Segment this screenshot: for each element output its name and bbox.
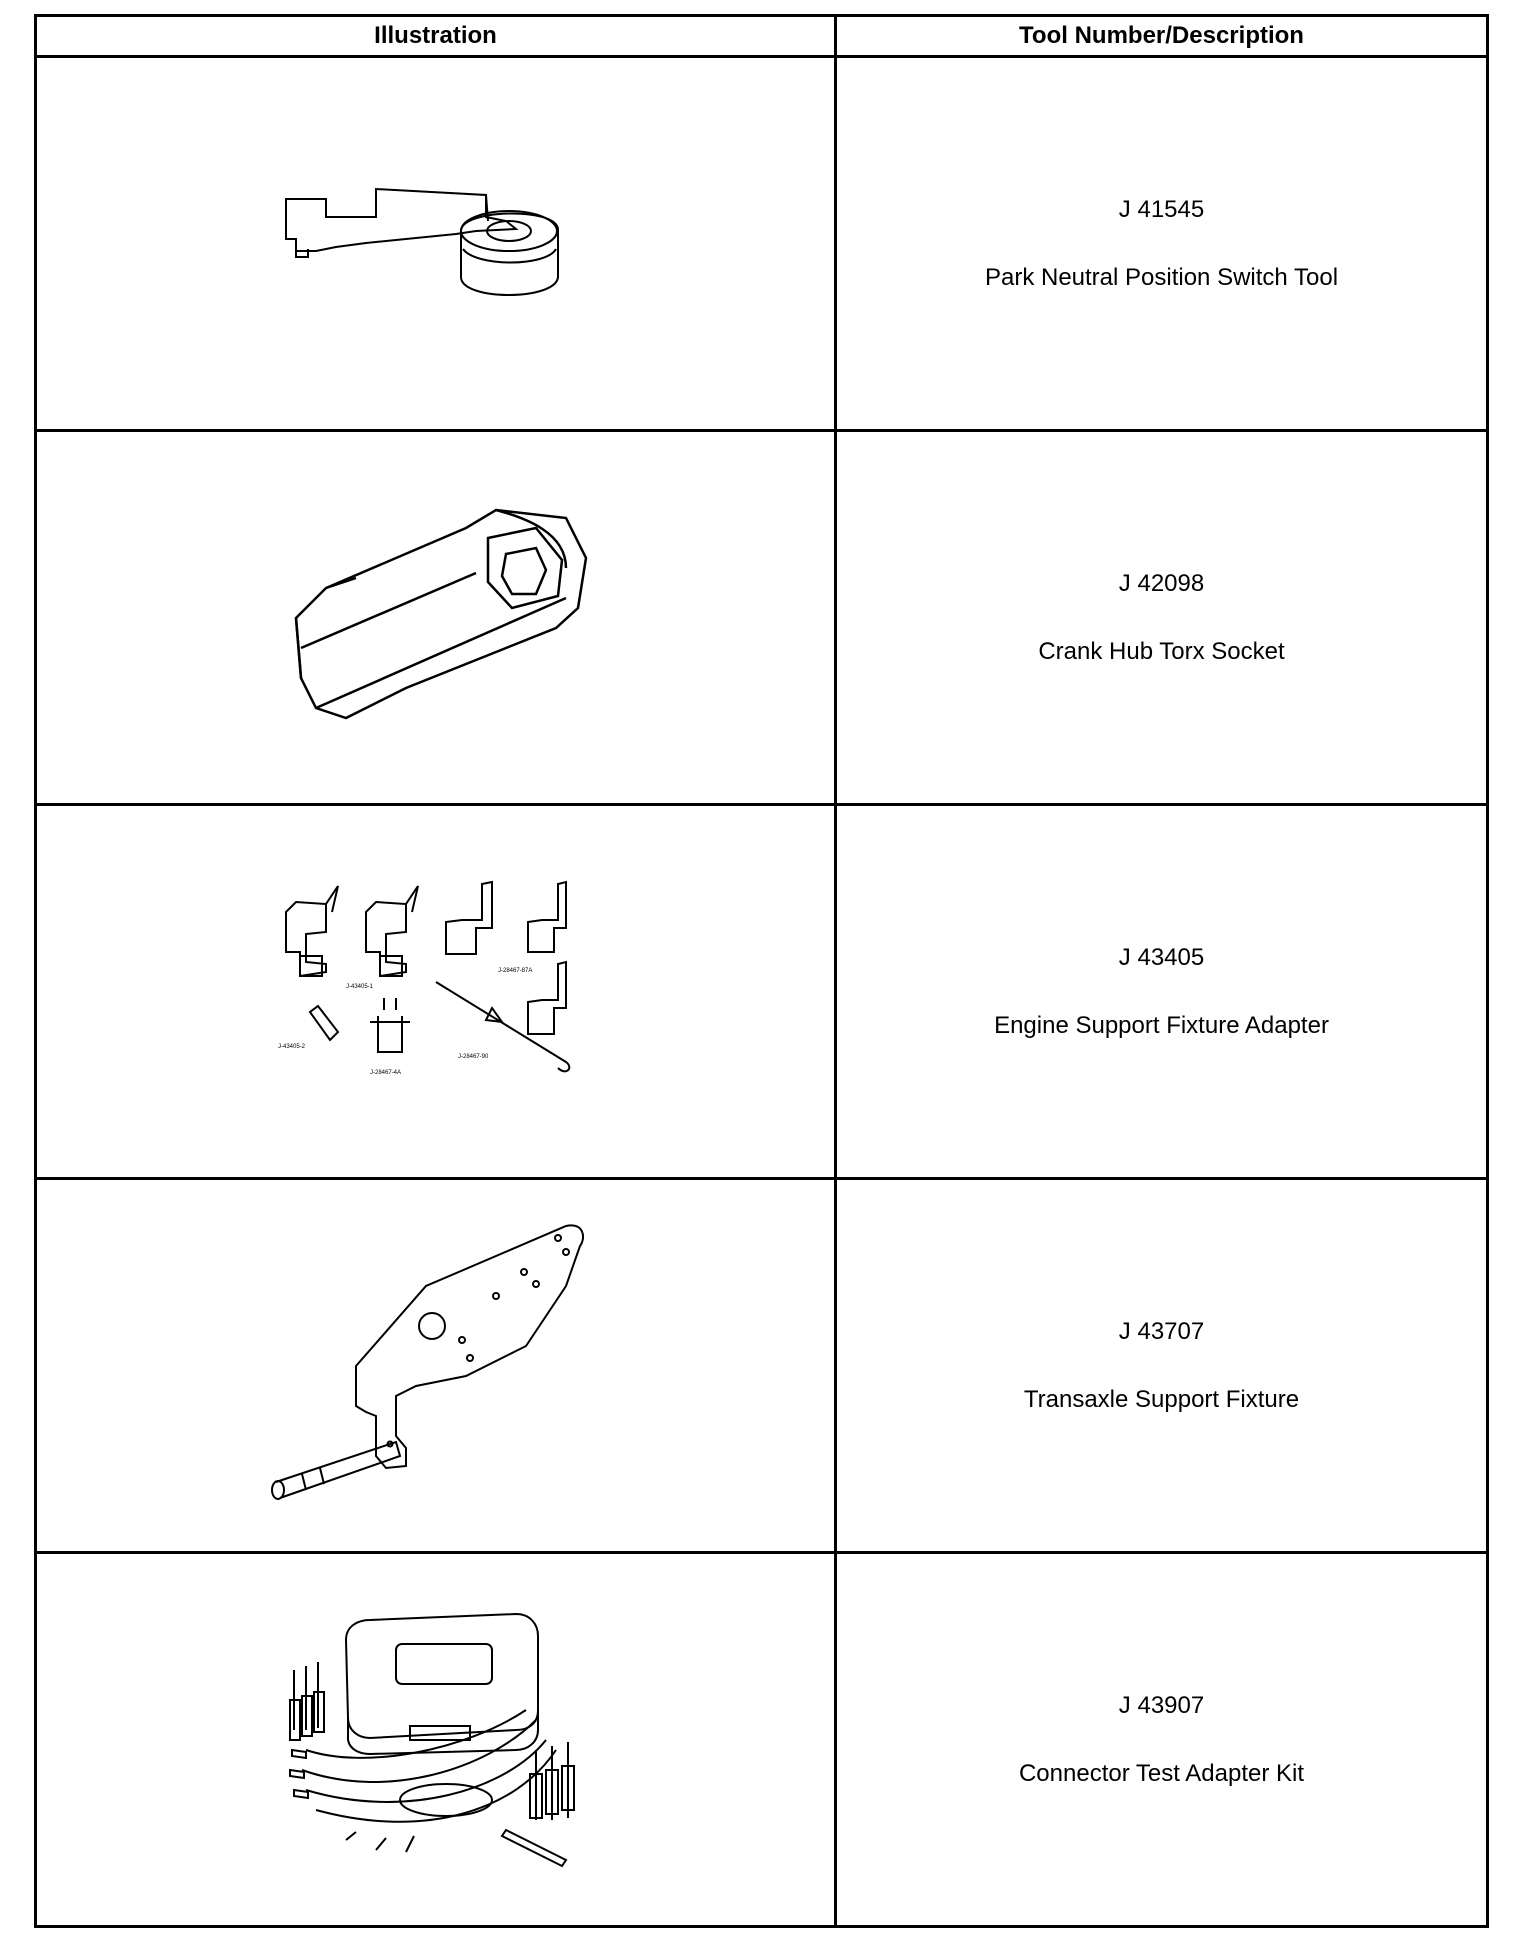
tool-number: J 41545 <box>1118 195 1205 223</box>
tool-description: Park Neutral Position Switch Tool <box>984 263 1339 291</box>
header-tool: Tool Number/Description <box>834 14 1489 58</box>
tool-number: J 42098 <box>1118 569 1205 597</box>
part-label: J-28467-90 <box>458 1054 489 1060</box>
tool-number: J 43405 <box>1118 943 1205 971</box>
table-row: J 42098 Crank Hub Torx Socket <box>34 429 1489 806</box>
tools-table: Illustration Tool Number/Description <box>34 14 1489 1928</box>
part-label: J-28467-4A <box>370 1070 401 1076</box>
description-cell: J 43707 Transaxle Support Fixture <box>834 1177 1489 1554</box>
part-label: J-43405-2 <box>278 1044 306 1050</box>
header-row: Illustration Tool Number/Description <box>34 14 1489 58</box>
header-illustration: Illustration <box>34 14 837 58</box>
part-label: J-43405-1 <box>346 984 374 990</box>
tool-description: Transaxle Support Fixture <box>1023 1385 1300 1413</box>
description-cell: J 43405 Engine Support Fixture Adapter <box>834 803 1489 1180</box>
table-row: J 41545 Park Neutral Position Switch Too… <box>34 55 1489 432</box>
part-label: J-28467-87A <box>498 968 532 974</box>
engine-support-adapter-icon: J-43405-1 J-28467-87A J-43405-2 J-28467-… <box>278 880 570 1076</box>
connector-kit-icon <box>288 1612 575 1867</box>
table-row: J 43907 Connector Test Adapter Kit <box>34 1551 1489 1928</box>
transaxle-fixture-icon <box>270 1223 584 1500</box>
illustration-cell: J-43405-1 J-28467-87A J-43405-2 J-28467-… <box>34 803 837 1180</box>
torx-socket-icon <box>294 508 587 719</box>
tool-description: Engine Support Fixture Adapter <box>994 1011 1329 1039</box>
table-row: J 43707 Transaxle Support Fixture <box>34 1177 1489 1554</box>
tool-number: J 43907 <box>1118 1691 1205 1719</box>
pnp-switch-tool-icon <box>284 187 559 296</box>
illustration-cell <box>34 55 837 432</box>
description-cell: J 42098 Crank Hub Torx Socket <box>834 429 1489 806</box>
description-cell: J 41545 Park Neutral Position Switch Too… <box>834 55 1489 432</box>
table-row: J-43405-1 J-28467-87A J-43405-2 J-28467-… <box>34 803 1489 1180</box>
illustration-cell <box>34 1177 837 1554</box>
description-cell: J 43907 Connector Test Adapter Kit <box>834 1551 1489 1928</box>
illustration-cell <box>34 1551 837 1928</box>
illustration-cell <box>34 429 837 806</box>
tool-description: Crank Hub Torx Socket <box>1038 637 1285 665</box>
tool-description: Connector Test Adapter Kit <box>1018 1759 1305 1787</box>
tool-number: J 43707 <box>1118 1317 1205 1345</box>
